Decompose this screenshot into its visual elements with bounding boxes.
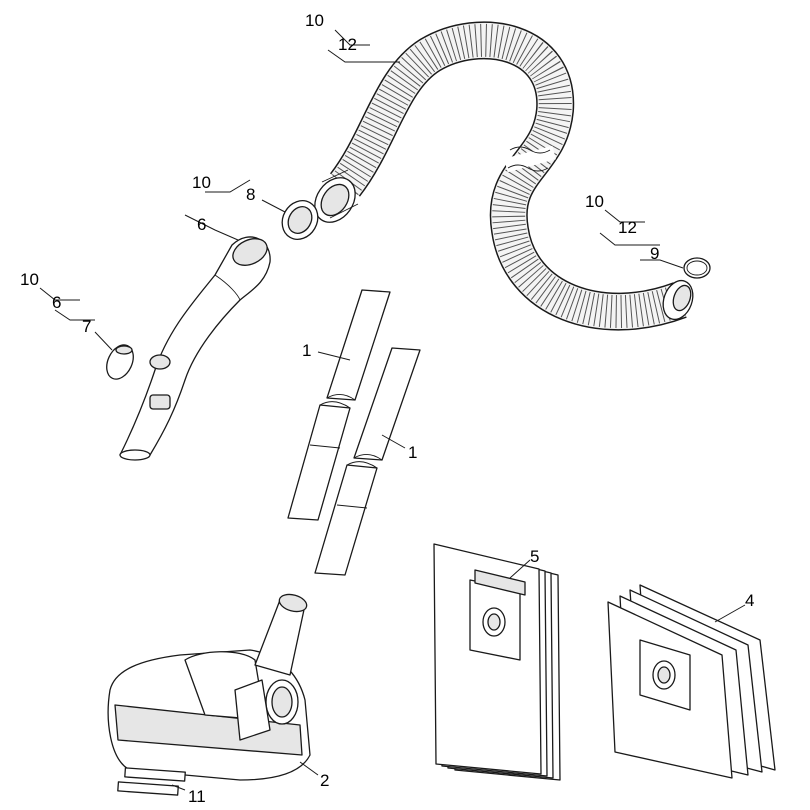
callout-floor-nozzle: 2 [320, 771, 329, 790]
hand-grip-body [119, 236, 271, 456]
leader-left-6 [54, 309, 95, 321]
tube-upper-segment-b [287, 404, 351, 521]
tube-upper-break-b [319, 401, 351, 409]
hand-grip-tip [119, 449, 151, 461]
callout-tube-lower: 1 [408, 443, 417, 462]
tube-upper-break-a [326, 394, 356, 401]
leader-hose-10 [334, 29, 370, 46]
hose-cuff-threads [321, 169, 359, 219]
leader-end-12 [599, 232, 660, 246]
leader-hose-12 [327, 49, 400, 63]
floor-nozzle-inlet [278, 593, 308, 613]
callout-hose-10: 10 [305, 11, 324, 30]
callout-left-7: 7 [82, 317, 91, 336]
nozzle-strips [117, 767, 186, 796]
callout-handle-6: 6 [197, 215, 206, 234]
callout-nozzle-strips: 11 [188, 787, 206, 806]
leader-paper-bags [509, 559, 531, 579]
callout-numbers: 10 12 10 12 9 10 8 6 10 6 7 1 1 2 11 5 4 [20, 11, 754, 806]
hose-break-line-top [509, 146, 551, 154]
hose-end-connector [662, 279, 694, 321]
callout-tube-upper: 1 [302, 341, 311, 360]
leader-handle-6 [184, 214, 239, 241]
locking-ring [281, 200, 319, 240]
callout-handle-10: 10 [192, 173, 211, 192]
hose-body [330, 22, 687, 330]
leader-lines [39, 29, 746, 791]
tube-lower-break-b [346, 461, 378, 469]
hose-cuff-ring-inner [320, 183, 350, 217]
callout-end-12: 12 [618, 218, 637, 237]
floor-nozzle [107, 593, 311, 781]
nozzle-strip-1 [124, 767, 186, 782]
hand-grip [119, 236, 271, 461]
suction-tube-lower [314, 347, 421, 576]
nozzle-strip-2 [117, 781, 179, 796]
o-ring-inner [686, 260, 708, 276]
air-slide-cover [106, 344, 134, 380]
leader-left-10 [39, 287, 80, 301]
callout-left-10: 10 [20, 270, 39, 289]
leader-nozzle [299, 761, 319, 776]
paper-bag-tab [474, 569, 526, 596]
hose-break-line-bottom [507, 164, 549, 172]
fleece-bag-opening-inner [657, 666, 671, 684]
callout-hose-12: 12 [338, 35, 357, 54]
leader-handle-10 [205, 179, 251, 193]
leader-handle-8 [261, 199, 286, 213]
grip-clip [149, 394, 171, 410]
leader-end-10 [604, 209, 645, 223]
callout-paper-bags: 5 [530, 547, 539, 566]
floor-nozzle-pedal [234, 679, 271, 741]
fleece-filter-bags [607, 584, 776, 779]
leader-fleece-bags [714, 604, 746, 623]
tube-lower-segment-b [314, 464, 378, 576]
callout-handle-8: 8 [246, 185, 255, 204]
air-slide-cover-top [115, 345, 133, 355]
hand-grip-socket [232, 238, 268, 266]
air-slide [149, 354, 171, 370]
paper-bag-opening-inner [487, 613, 501, 631]
hose-end-opening [672, 284, 692, 312]
leader-strips [171, 784, 186, 791]
leader-end-9 [640, 259, 684, 269]
suction-tube-upper [287, 289, 391, 521]
paper-filter-bags [433, 543, 561, 781]
hose-cuff [314, 169, 359, 223]
tube-upper-joint [309, 444, 341, 449]
locking-ring-inner [287, 206, 313, 234]
suction-hose [329, 21, 687, 331]
leader-tube-upper [317, 351, 351, 361]
callout-end-10: 10 [585, 192, 604, 211]
tube-lower-joint [336, 504, 368, 509]
leader-left-7 [94, 331, 113, 351]
leader-tube-lower [381, 434, 406, 449]
callout-end-9: 9 [650, 244, 659, 263]
hand-grip-seam [214, 274, 241, 301]
tube-lower-break-a [353, 454, 383, 461]
callout-fleece-bags: 4 [745, 591, 754, 610]
callout-left-6: 6 [52, 293, 61, 312]
floor-nozzle-joint-inner [271, 686, 293, 718]
